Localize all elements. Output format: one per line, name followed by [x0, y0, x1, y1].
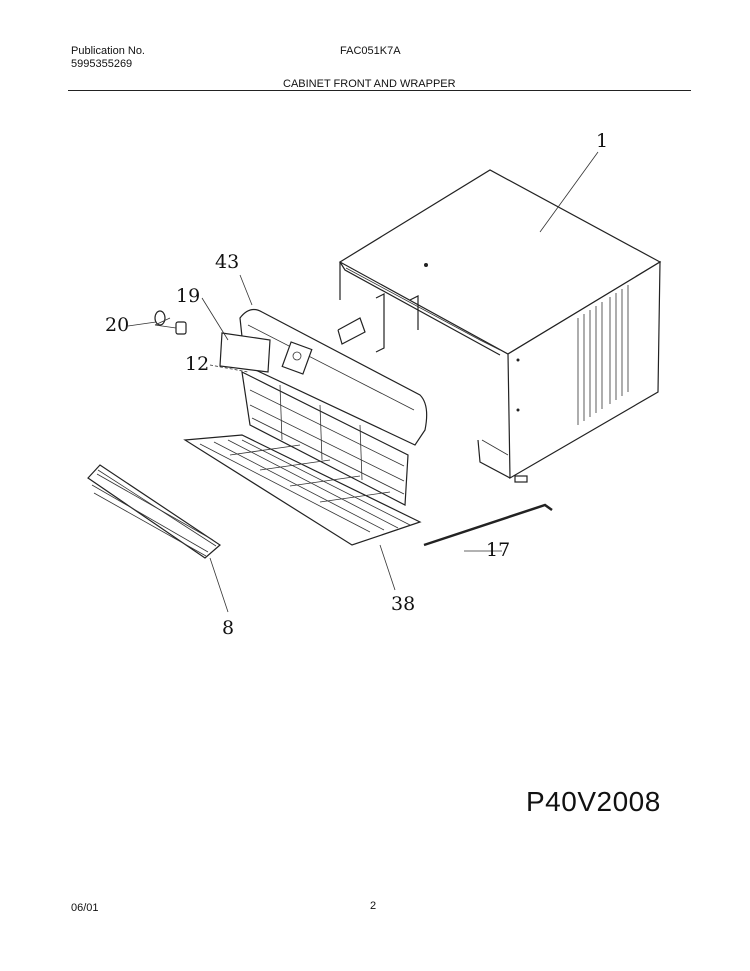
section-title: CABINET FRONT AND WRAPPER [283, 78, 456, 90]
model-number: FAC051K7A [340, 45, 401, 57]
callout-17: 17 [486, 539, 510, 561]
callout-20: 20 [105, 314, 129, 336]
page-number: 2 [370, 900, 377, 912]
diagram-code: P40V2008 [526, 786, 661, 817]
knob-drawing [154, 310, 187, 335]
air-filter-drawing [241, 370, 409, 506]
louver-drawing [87, 464, 221, 559]
callout-12: 12 [185, 353, 209, 375]
callout-43: 43 [215, 251, 239, 273]
publication-number: 5995355269 [71, 58, 133, 70]
control-cover-drawing [219, 332, 271, 373]
header-rule [68, 90, 691, 91]
callout-1: 1 [596, 130, 608, 152]
cabinet-wrapper-drawing [337, 169, 662, 483]
callout-19: 19 [176, 285, 200, 307]
leader-lines [127, 151, 599, 613]
callout-8: 8 [222, 617, 234, 639]
footer-date: 06/01 [71, 902, 99, 914]
publication-label: Publication No. [71, 45, 145, 57]
intake-grille-drawing [183, 434, 422, 546]
front-panel-drawing [239, 308, 428, 446]
callout-38: 38 [391, 593, 415, 615]
seal-strip-drawing [423, 503, 553, 547]
